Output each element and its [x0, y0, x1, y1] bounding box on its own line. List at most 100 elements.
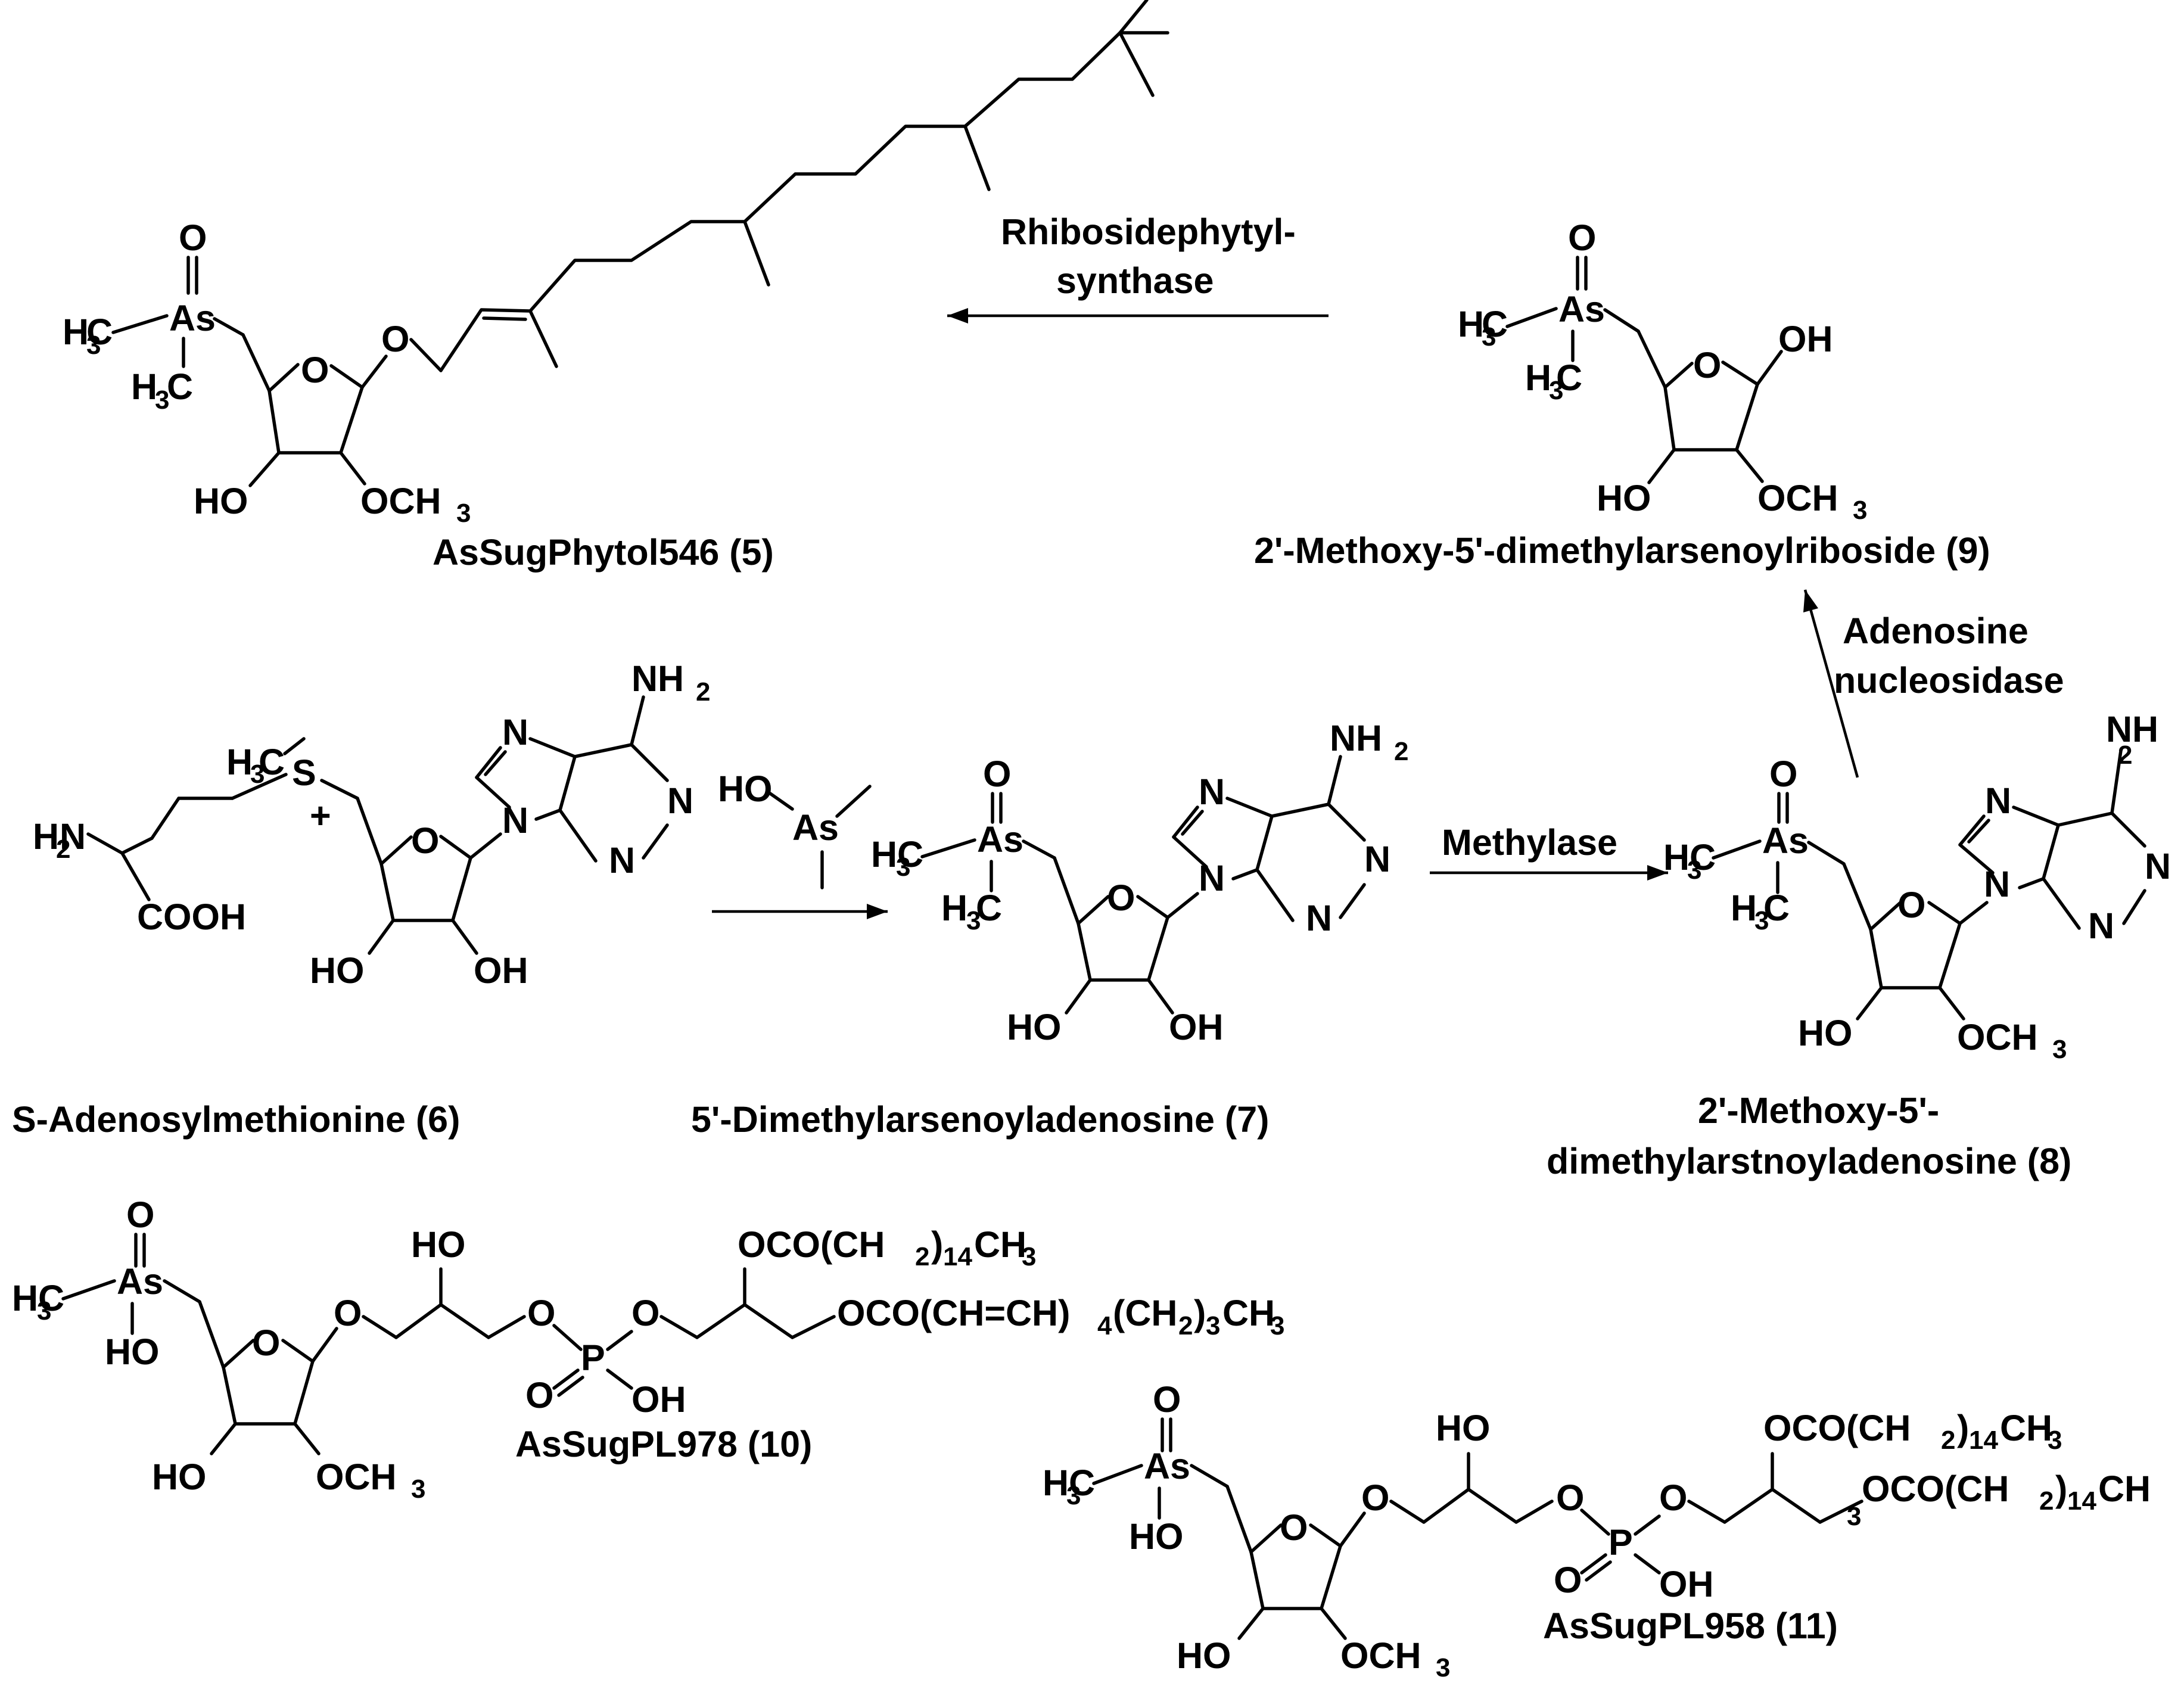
atom-H: H [63, 312, 89, 352]
atom-O: O [983, 754, 1011, 794]
atom-N: N [1306, 898, 1332, 938]
atom-N: N [60, 816, 86, 857]
enzyme-adenosine: Adenosine [1843, 611, 2029, 651]
compound-9-structure: O As H C 3 H C 3 O OH HO OCH 3 2'-Methox… [1254, 217, 1990, 571]
atom-OH: OH [474, 950, 528, 991]
atom-P: P [1609, 1522, 1633, 1563]
sub-2: 2 [1178, 1311, 1193, 1340]
atom-C: C [1763, 888, 1790, 928]
atom-paren: ) [1957, 1408, 1969, 1448]
atom-HO: HO [411, 1224, 466, 1265]
atom-H: H [1663, 837, 1690, 878]
atom-paren: ) [1194, 1293, 1206, 1333]
atom-N: N [2145, 846, 2171, 886]
atom-OCO: OCO(CH [1763, 1408, 1911, 1448]
label-compound-9: 2'-Methoxy-5'-dimethylarsenoylriboside (… [1254, 530, 1990, 571]
sub-3: 3 [37, 1296, 51, 1326]
sub-3: 3 [1270, 1311, 1284, 1340]
atom-C: C [86, 312, 113, 352]
atom-H: H [941, 888, 967, 928]
label-compound-5: AsSugPhytol546 (5) [433, 532, 774, 573]
atom-C: C [1556, 357, 1582, 398]
sub-3: 3 [2048, 1426, 2062, 1455]
reaction-arrow-6-to-7: HO As [712, 769, 888, 919]
atom-C: C [976, 888, 1002, 928]
atom-HO: HO [718, 769, 773, 809]
ring-O: O [301, 350, 329, 390]
atom-N: N [667, 780, 693, 821]
ring-O: O [1280, 1507, 1308, 1548]
atom-H: H [12, 1278, 38, 1318]
atom-NH: NH [631, 658, 684, 699]
label-compound-11: AsSugPL958 (11) [1543, 1606, 1838, 1646]
sub-3: 3 [1436, 1653, 1450, 1682]
atom-H: H [131, 366, 157, 407]
label-compound-10: AsSugPL978 (10) [515, 1424, 812, 1464]
compound-8-structure: O As H C 3 H C 3 O HO OCH 3 N N NH [1547, 709, 2171, 1181]
sub-3: 3 [1847, 1502, 1861, 1531]
sub-3: 3 [966, 906, 981, 935]
sub-2: 2 [915, 1242, 929, 1271]
enzyme-methylase: Methylase [1442, 822, 1617, 863]
ring-O: O [1897, 885, 1925, 925]
atom-COOH: COOH [137, 897, 246, 937]
atom-H: H [1731, 888, 1757, 928]
sub-14: 14 [2067, 1486, 2096, 1516]
sub-3: 3 [1853, 496, 1867, 525]
enzyme-rhibosidephytyl: Rhibosidephytyl- [1001, 211, 1296, 252]
atom-OCO: OCO(CH=CH) [837, 1293, 1070, 1333]
atom-N: N [2088, 906, 2114, 946]
atom-OCH: OCH [1757, 478, 1838, 518]
atom-O: O [1568, 217, 1596, 258]
atom-H: H [871, 834, 897, 875]
atom-CH: CH [974, 1224, 1026, 1265]
atom-OH: OH [631, 1379, 686, 1420]
atom-C: C [1690, 837, 1716, 878]
atom-O: O [631, 1293, 659, 1333]
atom-O: O [126, 1194, 154, 1235]
atom-OH: OH [1659, 1564, 1714, 1604]
atom-HO: HO [1436, 1408, 1491, 1448]
sub-3: 3 [1687, 856, 1701, 885]
sub-3: 3 [86, 331, 101, 360]
atom-O: O [1554, 1560, 1582, 1600]
atom-O: O [1153, 1379, 1181, 1420]
enzyme-synthase: synthase [1056, 260, 1214, 301]
atom-C: C [259, 742, 285, 782]
sub-14: 14 [943, 1242, 972, 1271]
atom-HO: HO [1597, 478, 1651, 518]
atom-HO: HO [105, 1332, 160, 1372]
atom-HO: HO [310, 950, 365, 991]
label-compound-8-line2: dimethylarstnoyladenosine (8) [1547, 1141, 2071, 1181]
atom-N: N [1199, 771, 1225, 812]
sub-2: 2 [56, 835, 70, 864]
atom-OH: OH [1169, 1007, 1224, 1047]
label-compound-7: 5'-Dimethylarsenoyladenosine (7) [691, 1099, 1269, 1140]
compound-10-structure: O As H C 3 HO O HO OCH 3 O HO O P [12, 1194, 1284, 1504]
enzyme-nucleosidase: nucleosidase [1834, 660, 2064, 701]
label-compound-8-line1: 2'-Methoxy-5'- [1698, 1090, 1939, 1131]
atom-O: O [527, 1293, 555, 1333]
atom-NH: NH [1330, 718, 1382, 758]
atom-N: N [609, 840, 635, 881]
atom-H: H [33, 816, 59, 857]
atom-N: N [502, 712, 528, 752]
atom-OCH: OCH [1340, 1635, 1421, 1676]
sub-2: 2 [1394, 737, 1408, 766]
atom-As: As [1144, 1446, 1190, 1486]
sub-3: 3 [1549, 376, 1563, 405]
ring-O: O [252, 1323, 280, 1363]
atom-O: O [334, 1293, 362, 1333]
atom-O: O [1556, 1477, 1584, 1518]
atom-H: H [1458, 304, 1484, 344]
atom-C: C [38, 1278, 64, 1318]
atom-CH2: (CH [1113, 1293, 1177, 1333]
reaction-arrow-9-to-5: Rhibosidephytyl- synthase [947, 211, 1329, 323]
sub-4: 4 [1097, 1311, 1112, 1340]
compound-11-structure: O As H C 3 HO O HO OCH 3 O HO O P [1043, 1379, 2151, 1682]
atom-CH: CH [1222, 1293, 1275, 1333]
atom-OCH: OCH [316, 1457, 397, 1497]
atom-H: H [226, 742, 253, 782]
atom-H: H [1043, 1463, 1069, 1503]
atom-CH: CH [2000, 1408, 2052, 1448]
